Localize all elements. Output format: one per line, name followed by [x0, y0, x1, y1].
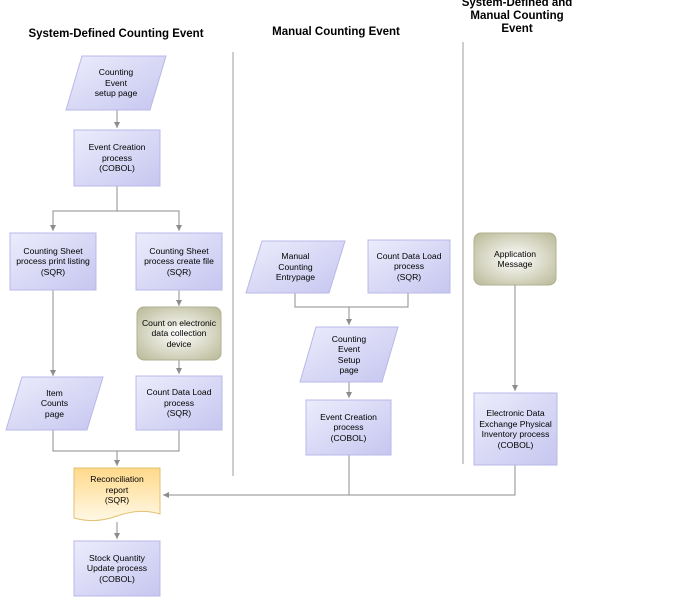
data-load-2-label: Count Data Load process (SQR) — [376, 250, 442, 282]
sheet-print-shape[interactable] — [9, 232, 97, 291]
app-message-shape[interactable] — [473, 232, 557, 286]
column-title-manual: Manual Counting Event — [272, 26, 400, 38]
setup-page-2-label: Counting Event Setup page — [331, 333, 367, 376]
connector-edi-to-recon — [349, 465, 516, 496]
app-message-label: Application Message — [493, 248, 537, 270]
reconciliation-shape[interactable] — [73, 467, 161, 522]
edi-process-shape[interactable] — [473, 392, 558, 466]
count-device-shape[interactable] — [136, 306, 222, 361]
column-title-system: System-Defined Counting Event — [28, 28, 204, 40]
connector-creation2-to-recon — [163, 455, 350, 498]
sheet-print-label: Counting Sheet process print listing (SQ… — [16, 245, 90, 277]
item-counts-shape[interactable] — [5, 376, 104, 431]
connector-entry-to-setup2 — [294, 293, 352, 325]
edi-process-label: Electronic Data Exchange Physical Invent… — [479, 408, 552, 450]
sheet-file-label: Counting Sheet process create file (SQR) — [144, 245, 214, 277]
item-counts-label: Item Counts page — [40, 387, 69, 419]
column-title-both: System-Defined and Manual Counting Event — [461, 0, 573, 35]
event-creation-2-label: Event Creation process (COBOL) — [320, 411, 377, 443]
connector-creation-to-file — [117, 210, 182, 231]
connector-load2-to-setup2 — [349, 293, 409, 308]
setup-page-2-shape[interactable] — [299, 326, 399, 383]
stock-update-label: Stock Quantity Update process (COBOL) — [86, 552, 148, 584]
data-load-1-shape[interactable] — [135, 375, 223, 431]
connector-creation-split — [50, 186, 118, 231]
connector-counts-to-recon — [52, 430, 117, 452]
event-creation-1-label: Event Creation process (COBOL) — [88, 142, 146, 174]
data-load-2-shape[interactable] — [367, 239, 451, 294]
data-load-1-label: Count Data Load process (SQR) — [146, 387, 212, 419]
count-device-label: Count on electronic data collection devi… — [141, 317, 217, 349]
setup-page-shape[interactable] — [65, 55, 167, 111]
setup-page-label: Counting Event setup page — [94, 67, 138, 99]
connector-load-to-recon — [117, 430, 180, 452]
manual-entry-label: Manual Counting Entrypage — [275, 251, 316, 283]
reconciliation-label: Reconciliation report (SQR) — [90, 474, 144, 506]
manual-entry-shape[interactable] — [245, 240, 346, 294]
sheet-file-shape[interactable] — [135, 232, 223, 291]
event-creation-2-shape[interactable] — [305, 399, 392, 456]
stock-update-shape[interactable] — [73, 540, 161, 597]
event-creation-1-shape[interactable] — [73, 129, 161, 187]
